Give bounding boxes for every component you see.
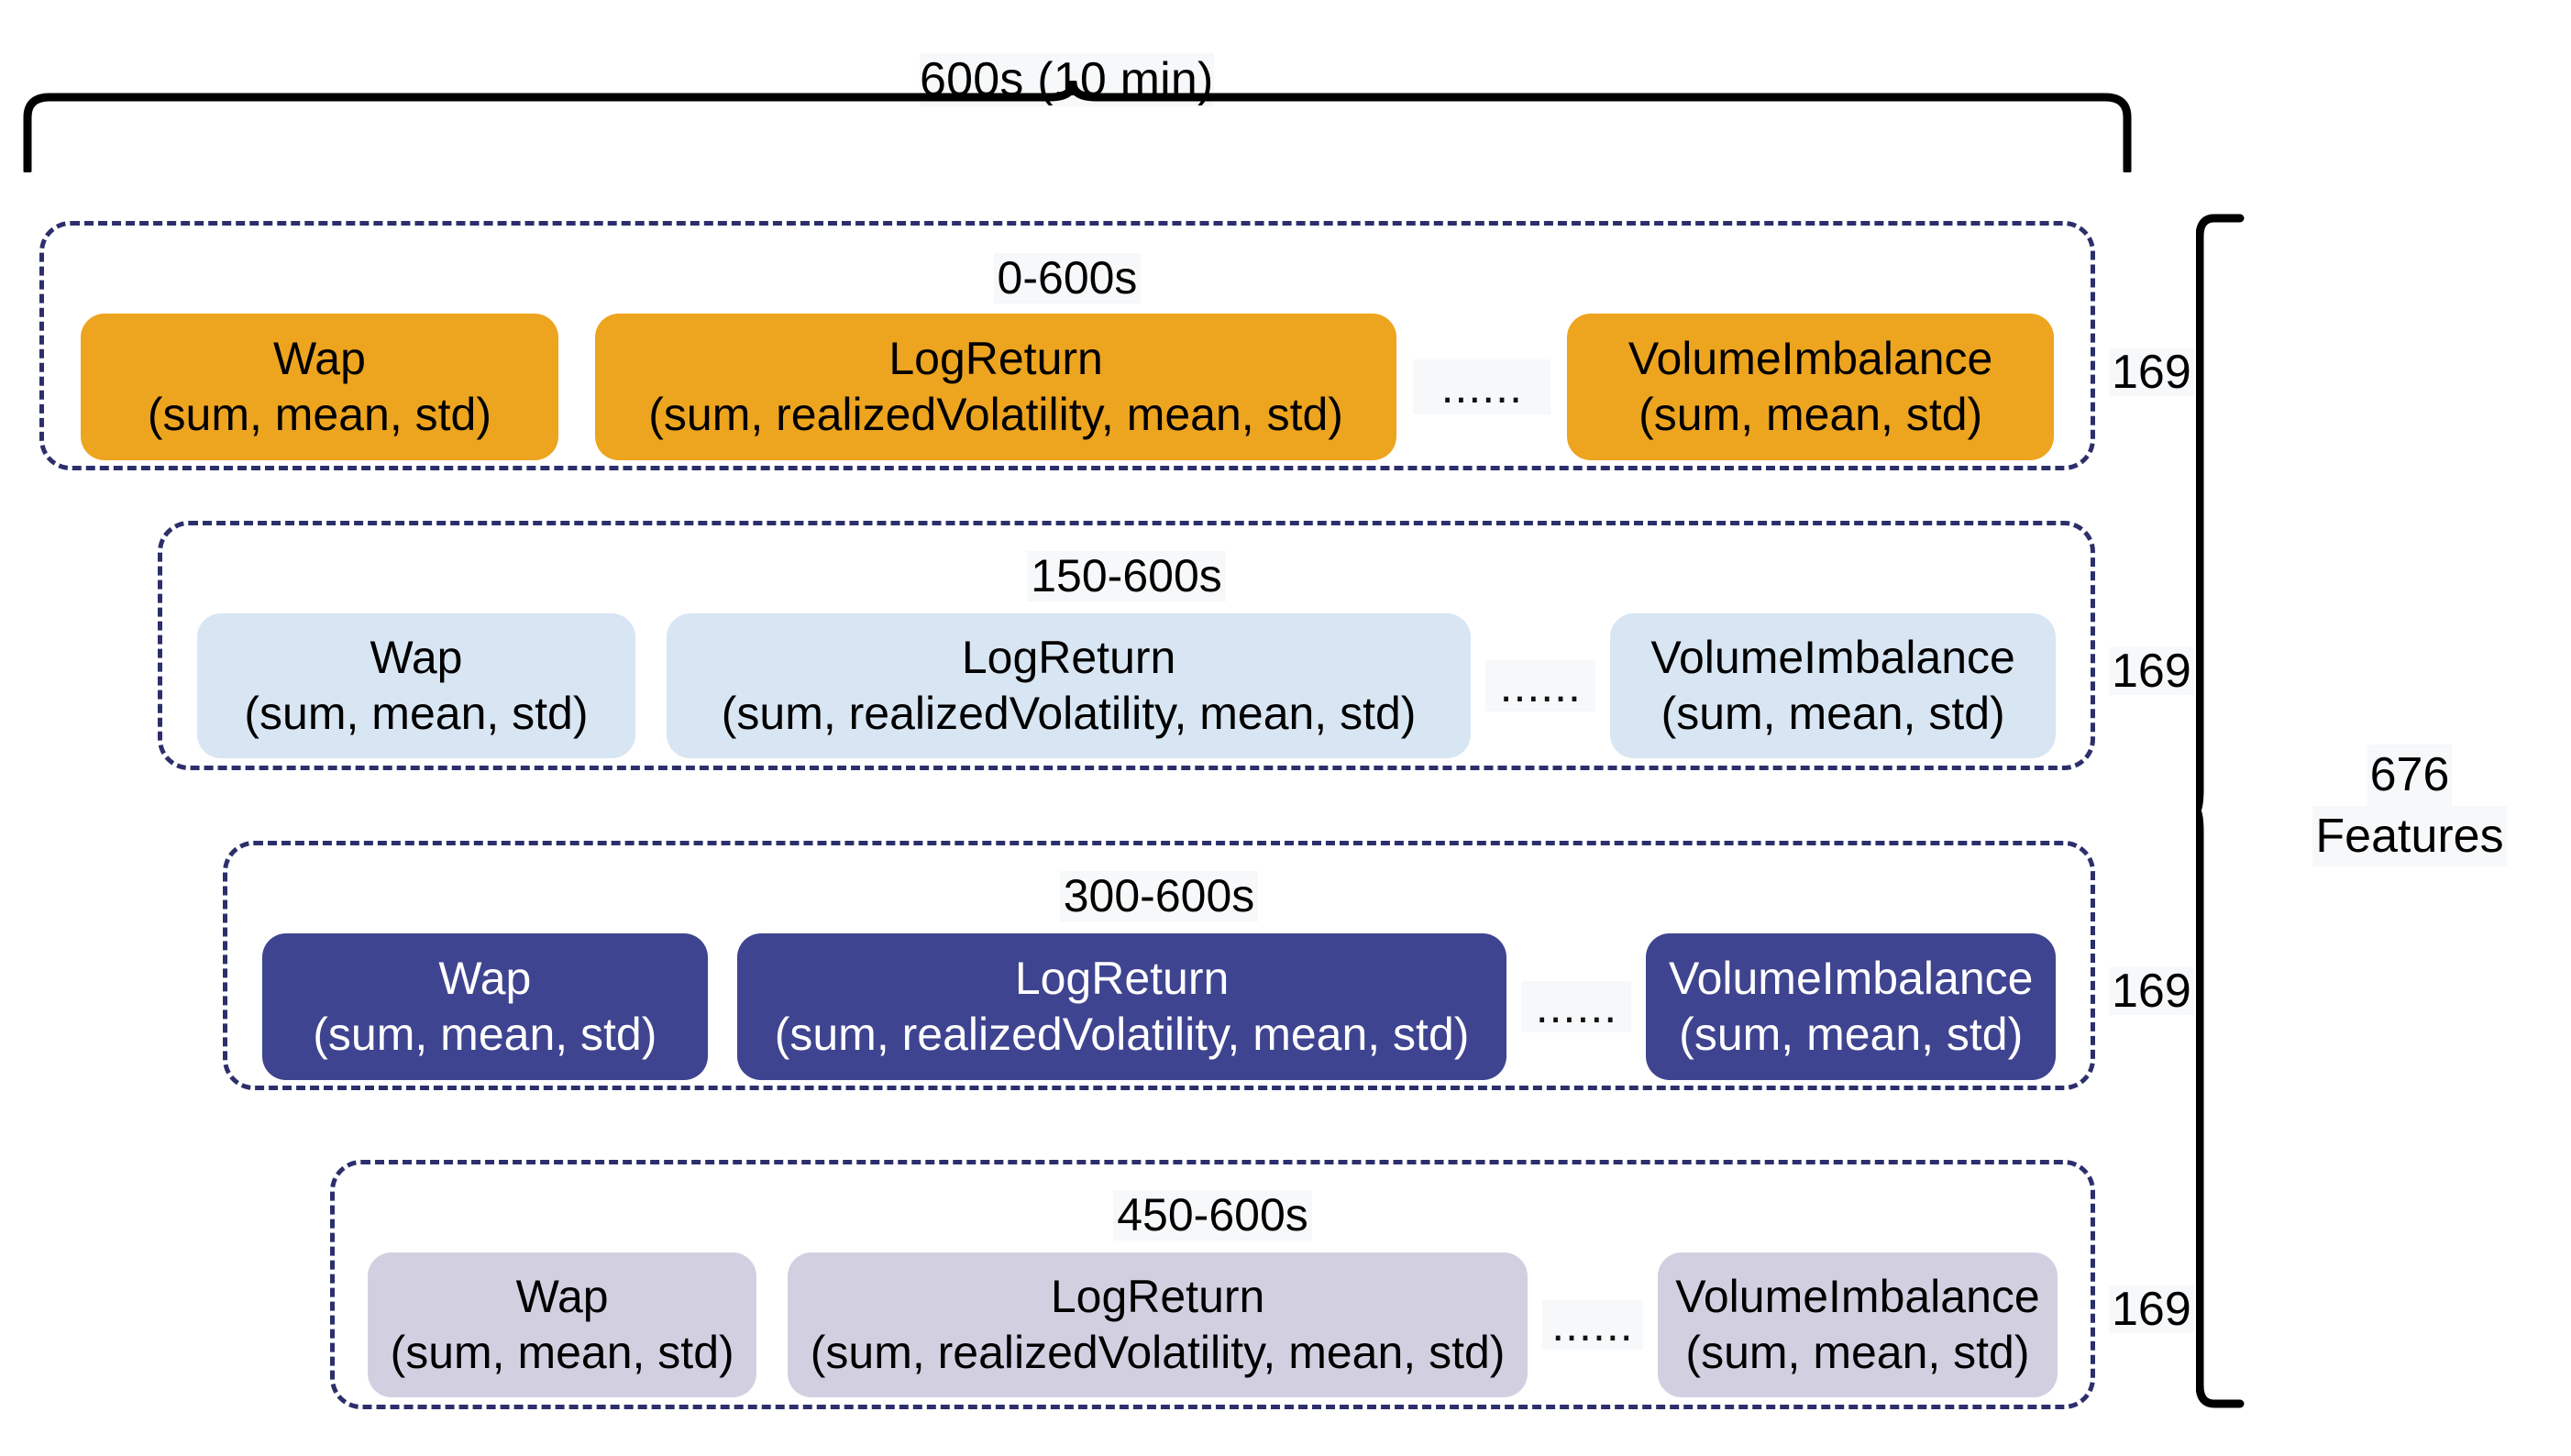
feature-name: LogReturn xyxy=(961,632,1176,683)
window-row-0-600s: 0-600s Wap (sum, mean, std) LogReturn (s… xyxy=(39,221,2095,470)
feature-chip-wap[interactable]: Wap (sum, mean, std) xyxy=(81,314,558,460)
feature-aggs: (sum, mean, std) xyxy=(390,1327,734,1378)
feature-name: VolumeImbalance xyxy=(1628,333,1993,384)
feature-chip-wap[interactable]: Wap (sum, mean, std) xyxy=(262,933,708,1080)
feature-chip-logreturn[interactable]: LogReturn (sum, realizedVolatility, mean… xyxy=(594,314,1397,460)
feature-name: VolumeImbalance xyxy=(1675,1271,2040,1322)
feature-chip-wap[interactable]: Wap (sum, mean, std) xyxy=(197,613,635,758)
feature-chip-group: Wap (sum, mean, std) LogReturn (sum, rea… xyxy=(44,314,2091,460)
feature-aggs: (sum, mean, std) xyxy=(1685,1327,2030,1378)
feature-chip-volumeimbalance[interactable]: VolumeImbalance (sum, mean, std) xyxy=(1657,1252,2058,1397)
feature-aggs: (sum, mean, std) xyxy=(1679,1009,2024,1060)
window-row-150-600s: 150-600s Wap (sum, mean, std) LogReturn … xyxy=(158,521,2095,770)
feature-name: Wap xyxy=(272,333,366,384)
feature-aggs: (sum, mean, std) xyxy=(147,389,491,440)
total-features-label: 676 Features xyxy=(2272,745,2547,867)
feature-chip-volumeimbalance[interactable]: VolumeImbalance (sum, mean, std) xyxy=(1646,933,2056,1080)
row-feature-count: 169 xyxy=(2109,967,2194,1015)
feature-aggs: (sum, realizedVolatility, mean, std) xyxy=(810,1327,1506,1378)
row-feature-count: 169 xyxy=(2109,348,2194,396)
ellipsis-separator: ...... xyxy=(1413,359,1551,414)
feature-aggs: (sum, realizedVolatility, mean, std) xyxy=(721,688,1417,739)
row-time-label: 300-600s xyxy=(227,871,2091,921)
ellipsis-separator: ...... xyxy=(1485,660,1596,711)
row-time-label: 0-600s xyxy=(44,253,2091,303)
window-row-300-600s: 300-600s Wap (sum, mean, std) LogReturn … xyxy=(223,841,2095,1090)
feature-chip-group: Wap (sum, mean, std) LogReturn (sum, rea… xyxy=(227,933,2091,1080)
ellipsis-separator: ...... xyxy=(1521,981,1632,1032)
ellipsis-separator: ...... xyxy=(1541,1300,1643,1350)
feature-aggs: (sum, mean, std) xyxy=(244,688,589,739)
top-brace-icon xyxy=(18,81,2136,172)
feature-chip-group: Wap (sum, mean, std) LogReturn (sum, rea… xyxy=(162,613,2091,758)
feature-name: VolumeImbalance xyxy=(1650,632,2015,683)
total-features-unit: Features xyxy=(2312,805,2507,867)
feature-chip-group: Wap (sum, mean, std) LogReturn (sum, rea… xyxy=(335,1252,2091,1397)
feature-name: LogReturn xyxy=(1014,953,1230,1004)
feature-chip-logreturn[interactable]: LogReturn (sum, realizedVolatility, mean… xyxy=(736,933,1507,1080)
feature-name: LogReturn xyxy=(1050,1271,1265,1322)
feature-aggs: (sum, mean, std) xyxy=(1661,688,2005,739)
total-features-value: 676 xyxy=(2367,745,2453,806)
feature-aggs: (sum, realizedVolatility, mean, std) xyxy=(774,1009,1470,1060)
feature-chip-logreturn[interactable]: LogReturn (sum, realizedVolatility, mean… xyxy=(788,1252,1528,1397)
feature-aggs: (sum, mean, std) xyxy=(313,1009,657,1060)
row-time-label: 450-600s xyxy=(335,1190,2091,1241)
feature-chip-volumeimbalance[interactable]: VolumeImbalance (sum, mean, std) xyxy=(1610,613,2056,758)
feature-chip-logreturn[interactable]: LogReturn (sum, realizedVolatility, mean… xyxy=(666,613,1472,758)
row-feature-count: 169 xyxy=(2109,647,2194,695)
feature-aggs: (sum, realizedVolatility, mean, std) xyxy=(648,389,1343,440)
feature-name: Wap xyxy=(515,1271,609,1322)
right-brace-icon xyxy=(2196,213,2260,1409)
feature-chip-wap[interactable]: Wap (sum, mean, std) xyxy=(368,1252,757,1397)
feature-name: Wap xyxy=(370,632,463,683)
feature-chip-volumeimbalance[interactable]: VolumeImbalance (sum, mean, std) xyxy=(1567,314,2054,460)
feature-name: Wap xyxy=(438,953,532,1004)
feature-name: VolumeImbalance xyxy=(1668,953,2034,1004)
feature-aggs: (sum, mean, std) xyxy=(1639,389,1983,440)
row-time-label: 150-600s xyxy=(162,551,2091,601)
window-row-450-600s: 450-600s Wap (sum, mean, std) LogReturn … xyxy=(330,1160,2095,1409)
feature-name: LogReturn xyxy=(888,333,1103,384)
row-feature-count: 169 xyxy=(2109,1285,2194,1333)
